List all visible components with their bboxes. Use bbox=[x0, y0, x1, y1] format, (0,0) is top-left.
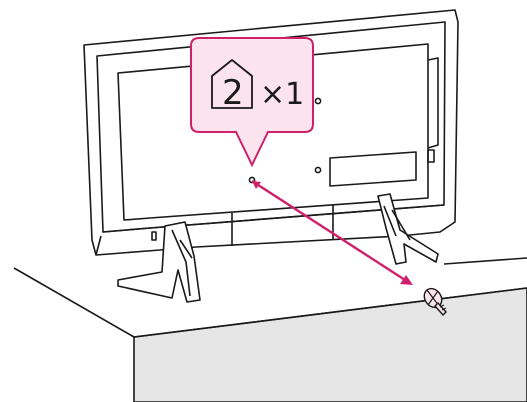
stand-left-leg-brace bbox=[171, 229, 193, 297]
house-outline-icon bbox=[211, 59, 253, 109]
table bbox=[13, 257, 527, 402]
tv-hole-screw-target bbox=[248, 176, 256, 184]
screw-icon bbox=[423, 287, 447, 317]
arrowhead bbox=[252, 181, 261, 189]
tv-recess bbox=[117, 43, 429, 221]
part-callout: 2 ×1 bbox=[190, 37, 314, 168]
arrow-tail-head bbox=[400, 275, 413, 285]
tv-left-mark bbox=[151, 231, 157, 241]
table-top-edge bbox=[13, 267, 527, 338]
insert-arrow bbox=[251, 179, 413, 285]
tv-terminal-panel bbox=[329, 151, 417, 187]
stand-right-leg-brace bbox=[383, 205, 411, 241]
tv-bottom-ledge bbox=[95, 204, 445, 256]
table-side bbox=[133, 287, 527, 402]
tv-stand bbox=[117, 193, 439, 303]
tv-port bbox=[427, 149, 435, 163]
tv-hole-lower bbox=[314, 166, 322, 174]
tv-right-bulge bbox=[427, 57, 439, 149]
part-quantity: ×1 bbox=[260, 77, 304, 112]
part-number: 2 bbox=[222, 73, 244, 113]
table-back-edge bbox=[443, 257, 527, 265]
stand-left-leg bbox=[117, 221, 201, 303]
tv-hole-upper bbox=[314, 97, 322, 105]
